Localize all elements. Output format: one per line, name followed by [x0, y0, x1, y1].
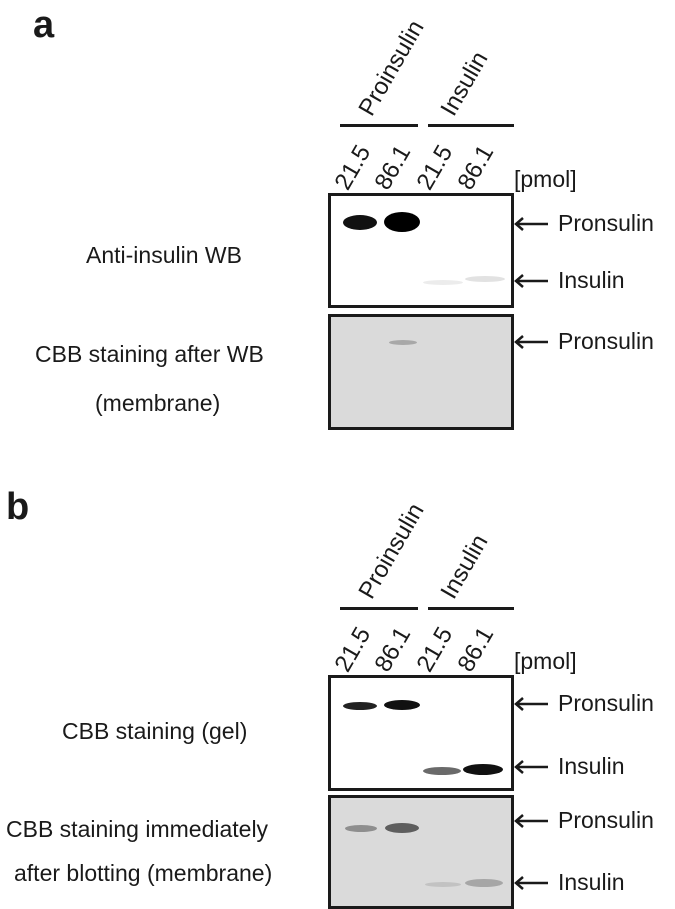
- panel-b-lane-4: 86.1: [452, 622, 500, 677]
- panel-a-cbb-label-1: CBB staining after WB: [35, 341, 264, 367]
- panel-a-cbb-blot: [328, 314, 514, 430]
- panel-a-lane-4: 86.1: [452, 140, 500, 195]
- panel-b-membrane-blot: [328, 795, 514, 909]
- panel-b-mem-band-insulin-86-1: [465, 879, 503, 887]
- panel-a-lane-1: 21.5: [329, 140, 377, 195]
- panel-a-marker-proinsulin-cbb: Pronsulin: [514, 330, 654, 353]
- panel-b-marker-proinsulin-gel: Pronsulin: [514, 692, 654, 715]
- marker-label: Insulin: [558, 869, 625, 895]
- panel-b-mem-band-proinsulin-21-5: [345, 825, 377, 832]
- panel-b-gel-band-proinsulin-86-1: [384, 700, 420, 710]
- marker-label: Pronsulin: [558, 210, 654, 236]
- panel-a-letter: a: [33, 4, 55, 46]
- panel-b-unit: [pmol]: [514, 648, 577, 674]
- panel-b-mem-band-proinsulin-86-1: [385, 823, 419, 833]
- panel-b-mem-band-insulin-21-5: [425, 882, 461, 887]
- panel-a-wb-band-insulin-86-1: [465, 276, 505, 282]
- panel-a-lane-3: 21.5: [411, 140, 459, 195]
- panel-a-unit: [pmol]: [514, 166, 577, 192]
- panel-b-gel-label: CBB staining (gel): [62, 718, 248, 744]
- panel-a-wb-band-proinsulin-21-5: [343, 215, 377, 230]
- left-arrow-icon: [514, 814, 548, 828]
- left-arrow-icon: [514, 697, 548, 711]
- panel-a-group-proinsulin: Proinsulin: [353, 15, 430, 121]
- panel-b-letter: b: [6, 486, 30, 528]
- panel-b-insulin-bracket: [428, 607, 514, 610]
- panel-b-group-proinsulin: Proinsulin: [353, 498, 430, 604]
- left-arrow-icon: [514, 760, 548, 774]
- panel-b-membrane-label-1: CBB staining immediately: [6, 816, 269, 842]
- panel-b-group-insulin: Insulin: [435, 529, 494, 604]
- panel-a-lane-2: 86.1: [369, 140, 417, 195]
- marker-label: Insulin: [558, 753, 625, 779]
- panel-b-lane-1: 21.5: [329, 622, 377, 677]
- panel-a-wb-band-insulin-21-5: [423, 280, 463, 285]
- panel-b-membrane-label-2: after blotting (membrane): [14, 860, 273, 886]
- panel-a-cbb-band-proinsulin-86-1: [389, 340, 417, 345]
- marker-label: Pronsulin: [558, 328, 654, 354]
- left-arrow-icon: [514, 217, 548, 231]
- panel-a-insulin-bracket: [428, 124, 514, 127]
- panel-b-marker-insulin-gel: Insulin: [514, 755, 624, 778]
- panel-a-wb-label: Anti-insulin WB: [86, 242, 242, 268]
- panel-a-wb-band-proinsulin-86-1: [384, 212, 420, 232]
- panel-a-proinsulin-bracket: [340, 124, 418, 127]
- panel-a-wb-blot: [328, 193, 514, 308]
- panel-b-lane-2: 86.1: [369, 622, 417, 677]
- panel-a-marker-insulin-wb: Insulin: [514, 269, 624, 292]
- panel-b-proinsulin-bracket: [340, 607, 418, 610]
- panel-b-marker-insulin-membrane: Insulin: [514, 871, 624, 894]
- panel-b-marker-proinsulin-membrane: Pronsulin: [514, 809, 654, 832]
- panel-b-gel-band-insulin-86-1: [463, 764, 503, 775]
- panel-b-gel-band-insulin-21-5: [423, 767, 461, 775]
- left-arrow-icon: [514, 876, 548, 890]
- left-arrow-icon: [514, 274, 548, 288]
- panel-b-gel-blot: [328, 675, 514, 791]
- left-arrow-icon: [514, 335, 548, 349]
- marker-label: Insulin: [558, 267, 625, 293]
- panel-b-lane-3: 21.5: [411, 622, 459, 677]
- marker-label: Pronsulin: [558, 690, 654, 716]
- panel-a-marker-proinsulin-wb: Pronsulin: [514, 212, 654, 235]
- panel-b-gel-band-proinsulin-21-5: [343, 702, 377, 710]
- panel-a-group-insulin: Insulin: [435, 46, 494, 121]
- panel-a-cbb-label-2: (membrane): [95, 390, 221, 416]
- marker-label: Pronsulin: [558, 807, 654, 833]
